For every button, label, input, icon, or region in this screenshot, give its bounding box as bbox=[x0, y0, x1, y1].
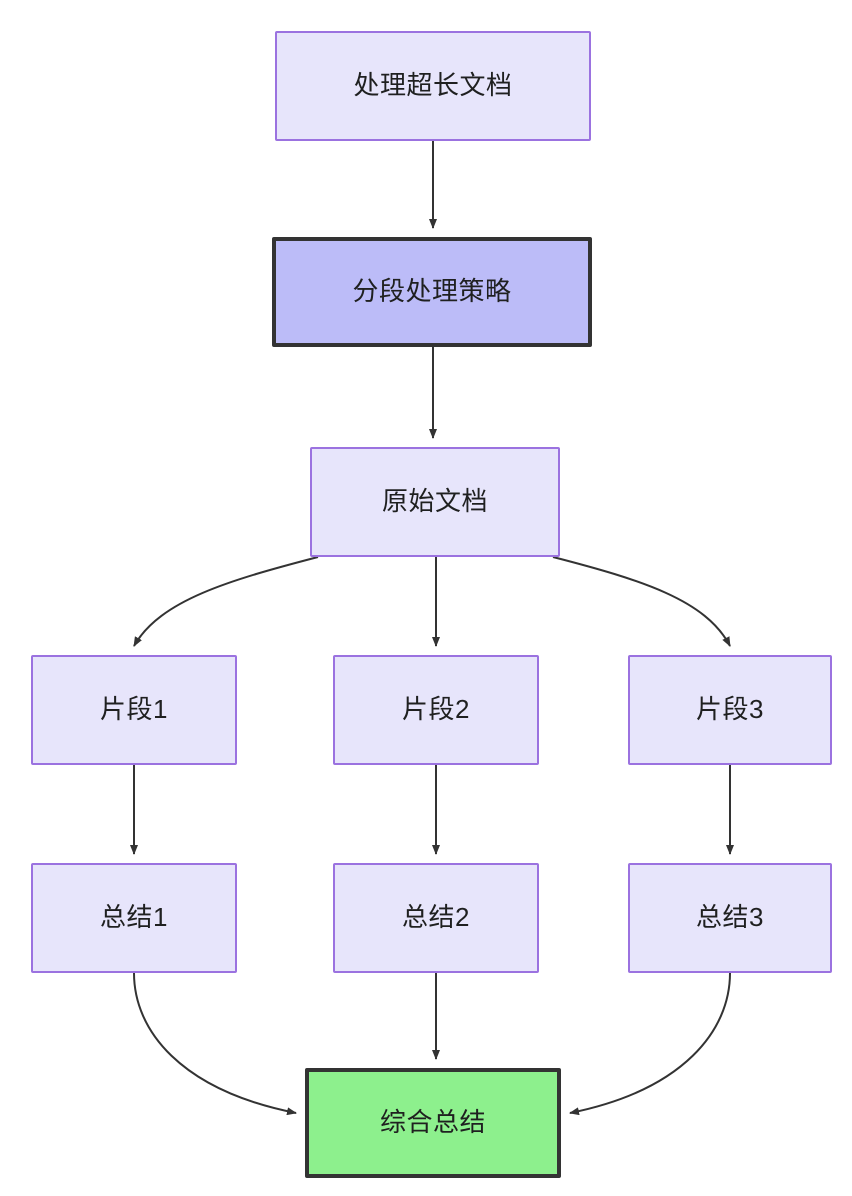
node-chunking-strategy[interactable]: 分段处理策略 bbox=[272, 237, 592, 347]
node-summary-1[interactable]: 总结1 bbox=[31, 863, 237, 973]
node-label: 总结1 bbox=[100, 902, 168, 933]
edge-source-to-chunk3 bbox=[552, 556, 731, 647]
node-label: 分段处理策略 bbox=[352, 276, 512, 307]
node-label: 总结3 bbox=[696, 902, 764, 933]
node-label: 处理超长文档 bbox=[353, 70, 513, 101]
node-label: 总结2 bbox=[402, 902, 470, 933]
edge-summary3-to-final bbox=[569, 972, 731, 1116]
node-chunk-3[interactable]: 片段3 bbox=[628, 655, 832, 765]
edge-summary1-to-final bbox=[133, 972, 297, 1116]
node-comprehensive-summary[interactable]: 综合总结 bbox=[305, 1068, 561, 1178]
node-label: 原始文档 bbox=[381, 486, 488, 517]
node-process-long-document[interactable]: 处理超长文档 bbox=[275, 31, 591, 141]
node-chunk-1[interactable]: 片段1 bbox=[31, 655, 237, 765]
node-chunk-2[interactable]: 片段2 bbox=[333, 655, 539, 765]
edge-source-to-chunk1 bbox=[133, 556, 319, 647]
node-summary-3[interactable]: 总结3 bbox=[628, 863, 832, 973]
node-label: 片段3 bbox=[696, 694, 764, 725]
node-label: 片段1 bbox=[100, 694, 168, 725]
node-label: 综合总结 bbox=[379, 1107, 486, 1138]
node-summary-2[interactable]: 总结2 bbox=[333, 863, 539, 973]
node-source-document[interactable]: 原始文档 bbox=[310, 447, 560, 557]
node-label: 片段2 bbox=[402, 694, 470, 725]
